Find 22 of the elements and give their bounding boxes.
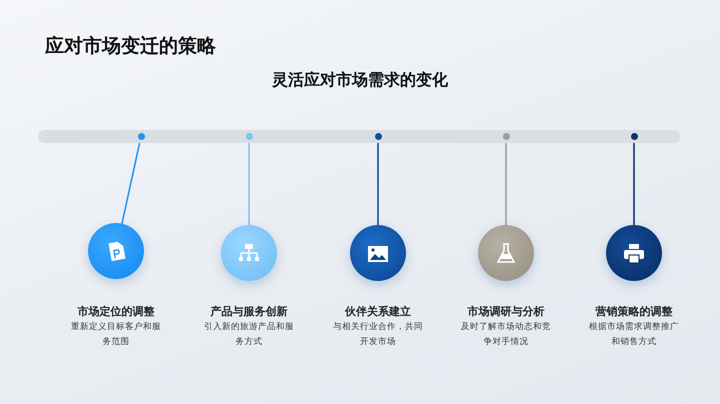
connector-line bbox=[505, 140, 507, 225]
subtitle: 灵活应对市场需求的变化 bbox=[270, 70, 449, 91]
step-description: 引入新的旅游产品和服务方式 bbox=[203, 321, 295, 349]
step-description: 及时了解市场动态和竞争对手情况 bbox=[460, 320, 552, 349]
step-heading: 伙伴关系建立 bbox=[344, 304, 412, 319]
timeline-bar bbox=[38, 130, 680, 143]
timeline-dot bbox=[246, 133, 252, 140]
step-heading: 市场调研与分析 bbox=[466, 304, 546, 319]
timeline-dot bbox=[374, 133, 382, 140]
connector-line bbox=[633, 140, 635, 225]
connector-line bbox=[248, 140, 250, 225]
step-description: 重新定义目标客户和服务范围 bbox=[70, 320, 162, 349]
slide-title: 应对市场变迁的策略 bbox=[45, 34, 216, 59]
connector-line bbox=[377, 140, 379, 225]
step-heading: 营销策略的调整 bbox=[594, 304, 674, 319]
timeline-dot bbox=[630, 133, 638, 140]
step-description: 根据市场需求调整推广和销售方式 bbox=[588, 320, 680, 349]
step-description: 与相关行业合作，共同开发市场 bbox=[332, 321, 424, 349]
step-heading: 产品与服务创新 bbox=[210, 304, 288, 319]
timeline-dot bbox=[138, 133, 144, 140]
step-heading: 市场定位的调整 bbox=[76, 304, 156, 319]
timeline-dot bbox=[502, 133, 510, 140]
